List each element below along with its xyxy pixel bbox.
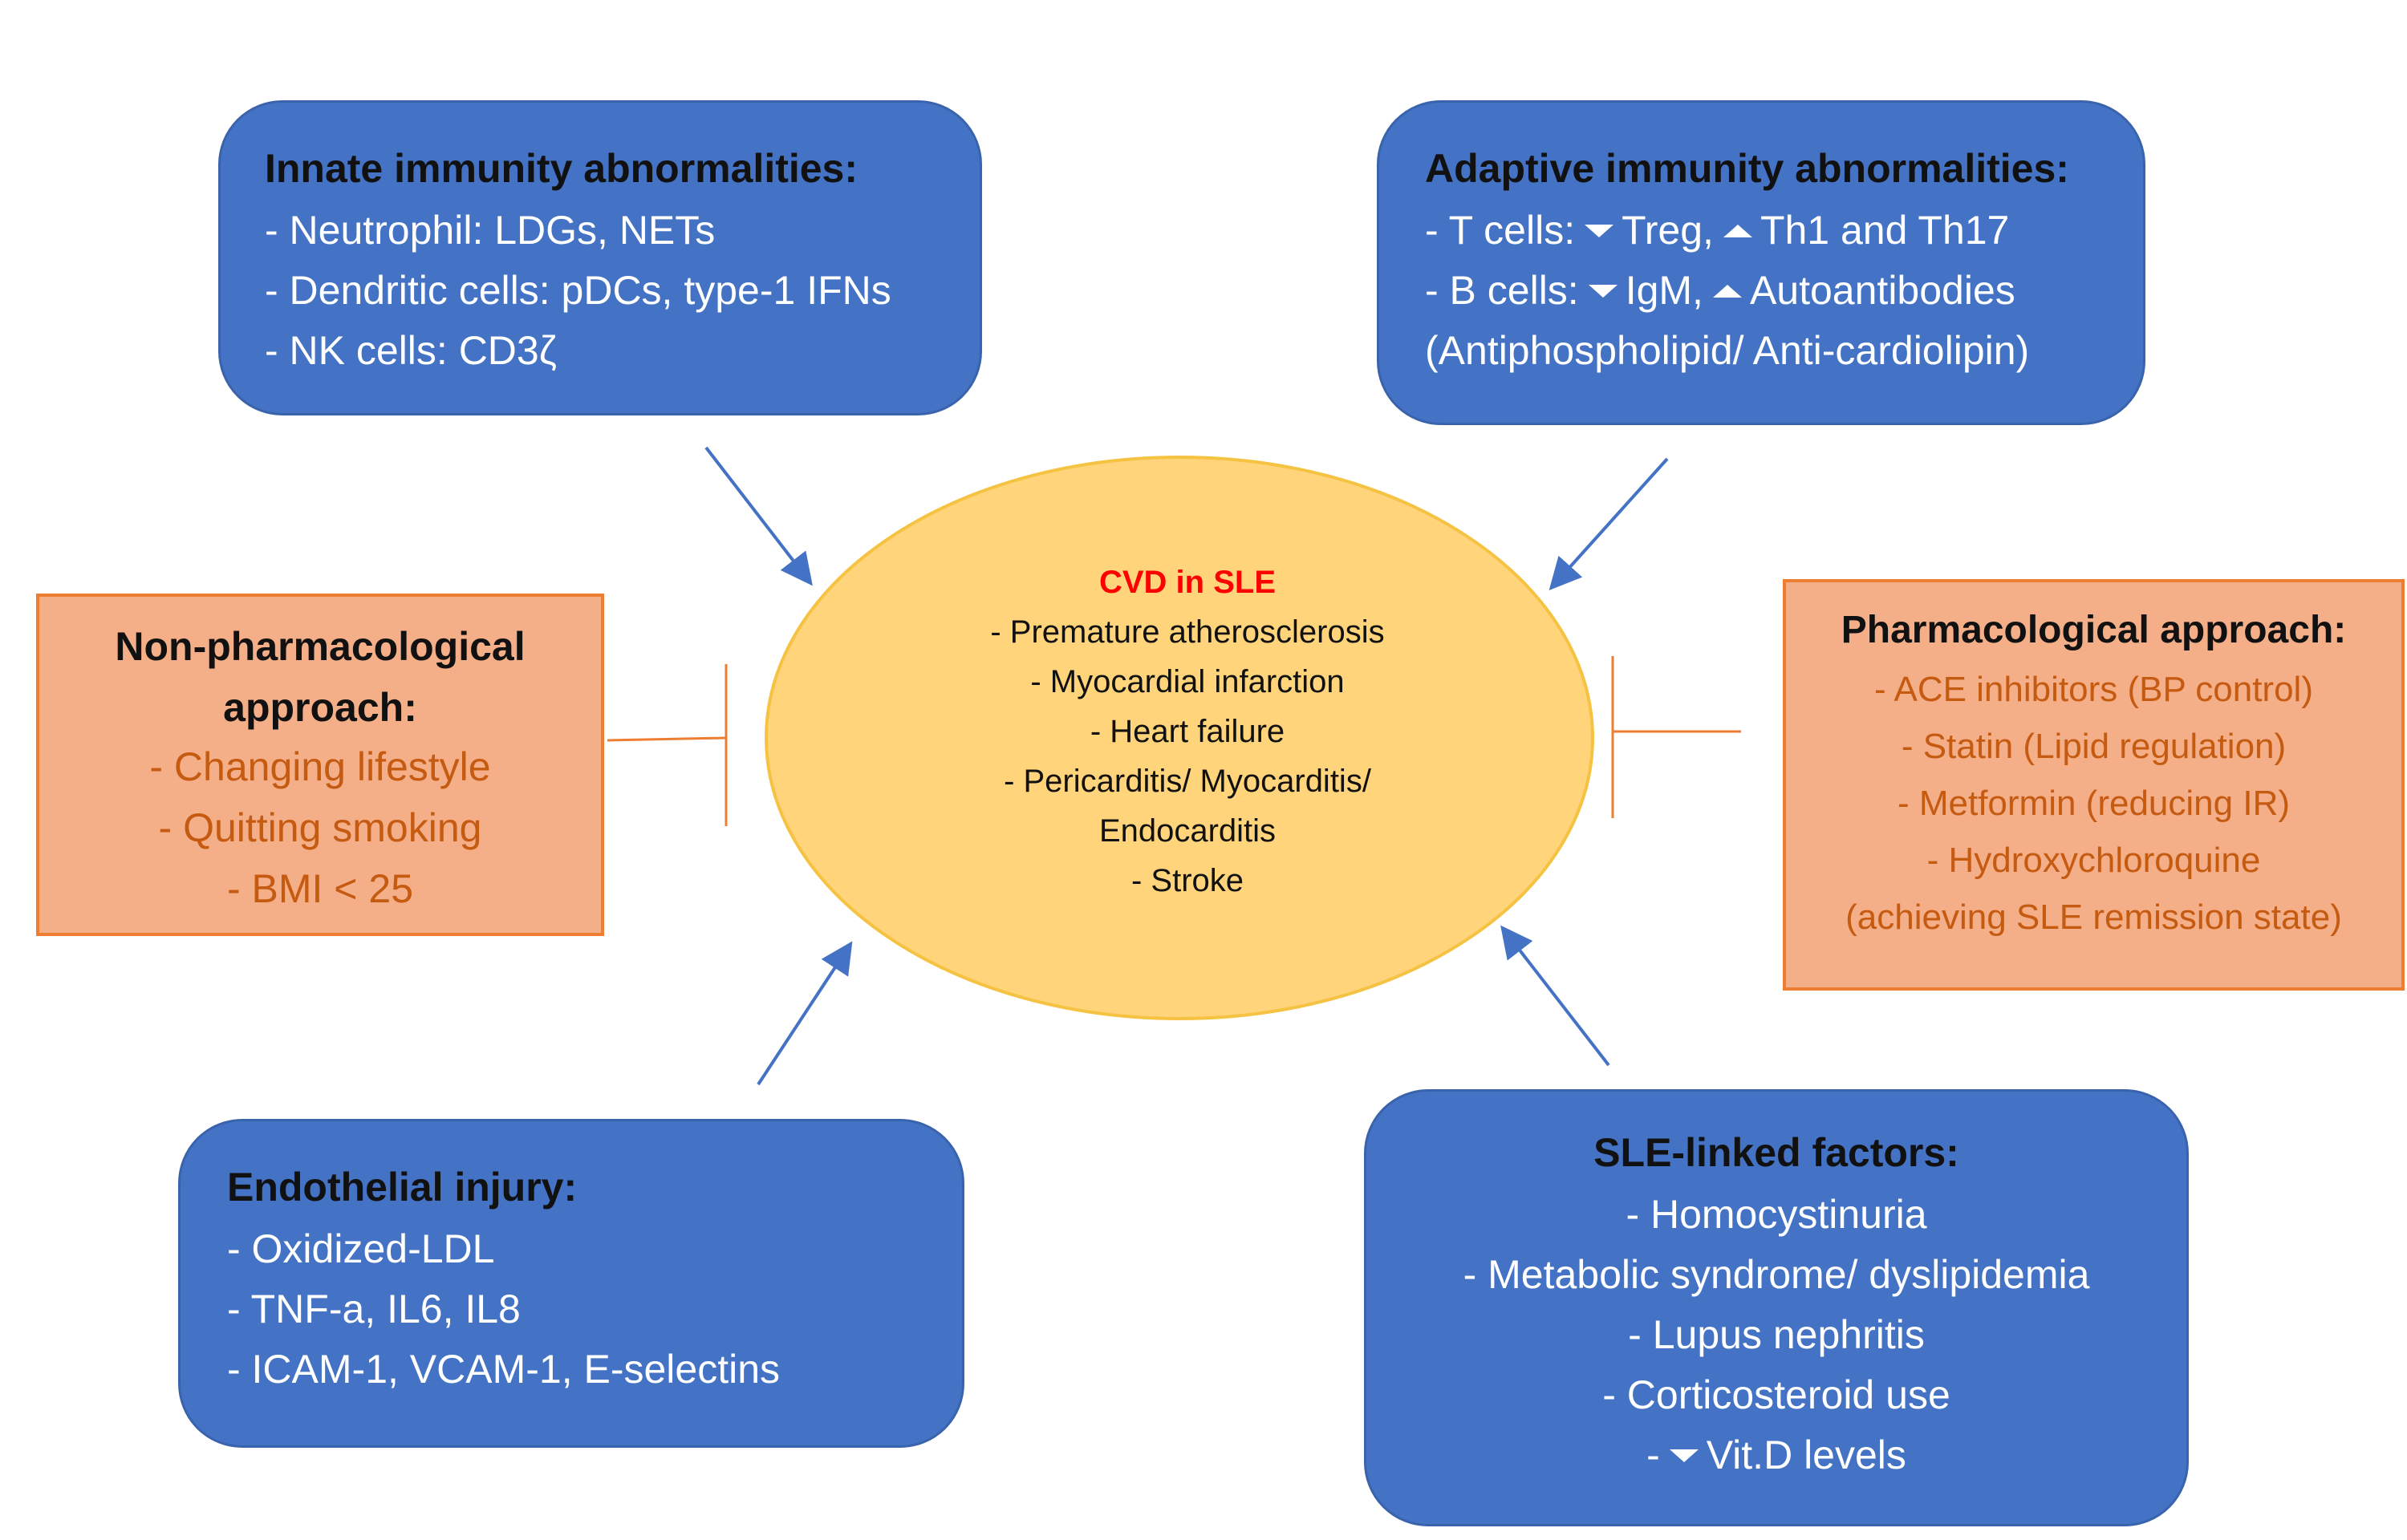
increase-triangle-icon <box>1712 284 1742 298</box>
adaptive-item-antibodies: (Antiphospholipid/ Anti-cardiolipin) <box>1425 328 2030 373</box>
adaptive-item-bcells: - B cells: IgM, Autoantibodies <box>1425 261 2143 321</box>
pharmacological-title: Pharmacological approach: <box>1841 609 2347 651</box>
arrow-sle-to-center <box>1500 925 1610 1067</box>
arrow-adaptive-to-center <box>1549 457 1669 590</box>
bcells-increased: Autoantibodies <box>1749 268 2015 313</box>
pharmacological-box: Pharmacological approach: - ACE inhibito… <box>1783 579 2405 991</box>
center-item-pericarditis: - Pericarditis/ Myocarditis/ <box>1004 764 1371 799</box>
decrease-triangle-icon <box>1585 224 1614 237</box>
adaptive-immunity-title: Adaptive immunity abnormalities: <box>1425 146 2069 191</box>
sle-item-vitd: - Vit.D levels <box>1366 1425 2186 1485</box>
center-ellipse <box>765 456 1594 1020</box>
center-item-stroke: - Stroke <box>1130 863 1244 898</box>
sle-item-nephritis: - Lupus nephritis <box>1628 1312 1925 1357</box>
tcells-increased: Th1 and Th17 <box>1760 208 2010 253</box>
vitd-text: Vit.D levels <box>1706 1433 1906 1477</box>
bcells-prefix: - B cells: <box>1425 268 1579 313</box>
sle-linked-factors-box: SLE-linked factors: - Homocystinuria - M… <box>1364 1089 2189 1526</box>
inhibitor-stem-nonpharm <box>607 736 727 742</box>
non-pharmacological-title-line1: Non-pharmacological <box>115 624 526 669</box>
arrow-endothelial-to-center <box>757 941 853 1086</box>
pharm-item-statin: - Statin (Lipid regulation) <box>1901 727 2287 766</box>
center-title: CVD in SLE <box>1098 565 1277 600</box>
non-pharmacological-box: Non-pharmacological approach: - Changing… <box>36 594 604 936</box>
non-pharmacological-title-line2: approach: <box>223 685 417 730</box>
bcells-decreased: IgM, <box>1625 268 1703 313</box>
innate-item-nk: - NK cells: CD3ζ <box>265 328 557 373</box>
decrease-triangle-icon <box>1669 1449 1699 1462</box>
sle-item-corticosteroid: - Corticosteroid use <box>1602 1372 1950 1417</box>
vitd-prefix: - <box>1646 1433 1660 1477</box>
center-item-atherosclerosis: - Premature atherosclerosis <box>990 614 1385 650</box>
adaptive-item-tcells: - T cells: Treg, Th1 and Th17 <box>1425 201 2143 261</box>
innate-item-neutrophil: - Neutrophil: LDGs, NETs <box>265 208 716 253</box>
innate-item-dendritic: - Dendritic cells: pDCs, type-1 IFNs <box>265 268 891 313</box>
endothelial-item-ldl: - Oxidized-LDL <box>227 1226 495 1271</box>
endothelial-item-adhesion: - ICAM-1, VCAM-1, E-selectins <box>227 1347 781 1392</box>
center-ellipse-text: CVD in SLE - Premature atherosclerosis -… <box>802 557 1573 906</box>
center-item-heart-failure: - Heart failure <box>1090 714 1285 749</box>
adaptive-immunity-box: Adaptive immunity abnormalities: - T cel… <box>1377 100 2145 425</box>
pharm-item-ace: - ACE inhibitors (BP control) <box>1874 670 2313 709</box>
center-item-endocarditis: Endocarditis <box>1098 813 1277 849</box>
center-item-infarction: - Myocardial infarction <box>1030 664 1345 699</box>
nonpharm-item-smoking: - Quitting smoking <box>158 805 482 850</box>
pharm-item-hydroxychloroquine: - Hydroxychloroquine <box>1926 841 2261 880</box>
sle-linked-factors-title: SLE-linked factors: <box>1593 1130 1959 1175</box>
innate-immunity-title: Innate immunity abnormalities: <box>265 146 858 191</box>
endothelial-injury-title: Endothelial injury: <box>227 1165 578 1210</box>
sle-item-homocystinuria: - Homocystinuria <box>1626 1192 1927 1237</box>
endothelial-injury-box: Endothelial injury: - Oxidized-LDL - TNF… <box>178 1119 964 1448</box>
tcells-prefix: - T cells: <box>1425 208 1576 253</box>
nonpharm-item-lifestyle: - Changing lifestyle <box>149 744 491 789</box>
increase-triangle-icon <box>1723 224 1752 237</box>
pharm-item-metformin: - Metformin (reducing IR) <box>1897 784 2290 823</box>
innate-immunity-box: Innate immunity abnormalities: - Neutrop… <box>218 100 982 415</box>
sle-item-metabolic: - Metabolic syndrome/ dyslipidemia <box>1463 1252 2090 1297</box>
pharm-item-remission: (achieving SLE remission state) <box>1845 898 2342 937</box>
arrow-innate-to-center <box>704 446 813 586</box>
endothelial-item-cytokines: - TNF-a, IL6, IL8 <box>227 1287 521 1331</box>
nonpharm-item-bmi: - BMI < 25 <box>226 866 414 911</box>
decrease-triangle-icon <box>1588 284 1618 298</box>
tcells-decreased: Treg, <box>1622 208 1714 253</box>
